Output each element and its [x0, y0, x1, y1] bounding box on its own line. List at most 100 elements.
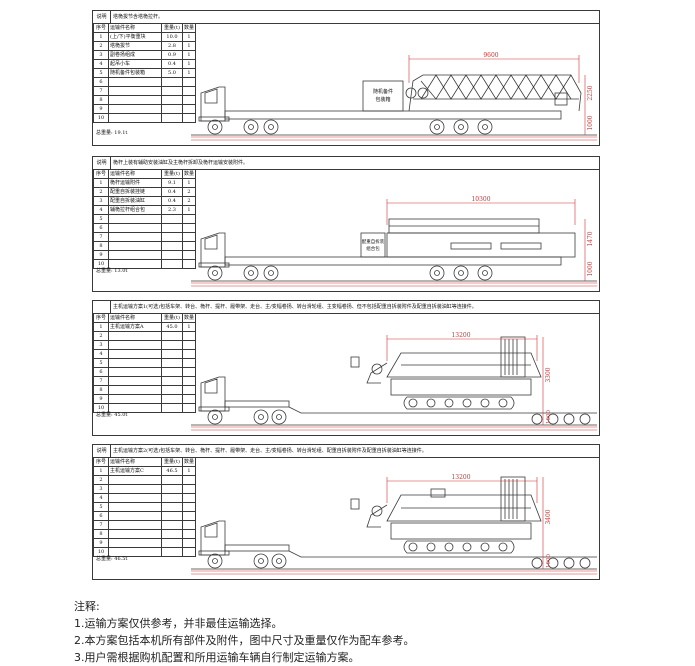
cell: 2.8: [161, 41, 183, 51]
cell: 4: [93, 493, 109, 503]
panel-header: 主机运输方案1(可选)包括车架、转台、桅杆、提杆、履带架、走台、主/变幅卷扬、转…: [93, 301, 599, 314]
table-header-row: 序号 运输件名称 重量(t) 数量: [93, 23, 197, 33]
header-title: 主机运输方案2(可选)包括车架、转台、桅杆、提杆、履带架、走台、主/变幅卷扬、转…: [113, 448, 427, 454]
cell: 9: [93, 394, 109, 404]
table-row: 10: [93, 547, 197, 557]
box-label: 组合包: [366, 245, 380, 252]
cell: 副卷扬组成: [108, 50, 162, 60]
table-header-row: 序号 运输件名称 重量(t) 数量: [93, 457, 197, 467]
cell: 2: [93, 331, 109, 341]
table-header-row: 序号 运输件名称 重量(t) 数量: [93, 169, 197, 179]
note-item: 2.本方案包括本机所有部件及附件，图中尺寸及重量仅作为配车参考。: [74, 634, 415, 647]
transport-panel-1: 说明 塔桅拔节含塔桅拉杆。 序号 运输件名称 重量(t) 数量 1(上/下)平衡…: [92, 10, 600, 146]
length-dimension: 13200: [451, 332, 470, 339]
table-row: 7: [93, 232, 197, 242]
cell: 46.5: [161, 466, 183, 476]
cell: 8: [93, 95, 109, 105]
table-row: 8: [93, 529, 197, 539]
col-header: 序号: [93, 23, 109, 33]
table-row: 8: [93, 95, 197, 105]
crane-drawing-3: 13200 3300 1000: [191, 332, 597, 431]
cell: 1: [93, 466, 109, 476]
cell: (上/下)平衡重块: [108, 32, 162, 42]
cell: 7: [93, 520, 109, 530]
cell: 7: [93, 86, 109, 96]
box-label: 随机备件: [373, 88, 393, 95]
length-dimension: 9600: [483, 52, 498, 59]
cell: 1: [93, 32, 109, 42]
table-row: 8: [93, 385, 197, 395]
cell: 主机运输方案A: [108, 322, 162, 332]
cell: 45.0: [161, 322, 183, 332]
col-header: 序号: [93, 169, 109, 179]
cell: 2: [93, 475, 109, 485]
header-key: 说明: [93, 445, 111, 457]
cell: 10.0: [161, 32, 183, 42]
table-row: 10: [93, 113, 197, 123]
cell: 3: [93, 50, 109, 60]
table-row: 7: [93, 86, 197, 96]
table-row: 3: [93, 484, 197, 494]
table-row: 2: [93, 331, 197, 341]
cell: 3: [93, 340, 109, 350]
table-row: 2: [93, 475, 197, 485]
table-row: 3: [93, 340, 197, 350]
panel-header: 说明 塔桅拔节含塔桅拉杆。: [93, 11, 599, 24]
table-row: 6: [93, 77, 197, 87]
table-row: 6: [93, 223, 197, 233]
cell: 4: [93, 349, 109, 359]
height-dimension: 3400: [545, 509, 552, 524]
col-header: 序号: [93, 313, 109, 323]
cell: 8: [93, 241, 109, 251]
cell: 5.0: [161, 68, 183, 78]
col-header: 运输件名称: [108, 23, 162, 33]
table-row: 10: [93, 259, 197, 269]
bed-height-dimension: 1000: [587, 261, 594, 276]
table-row: 9: [93, 104, 197, 114]
header-key: 说明: [93, 157, 111, 169]
cell: 主机运输方案C: [108, 466, 162, 476]
transport-panel-4: 说明 主机运输方案2(可选)包括车架、转台、桅杆、提杆、履带架、走台、主/变幅卷…: [92, 444, 600, 580]
header-key: [93, 301, 111, 313]
cell: 5: [93, 68, 109, 78]
col-header: 运输件名称: [108, 169, 162, 179]
cell: 9: [93, 538, 109, 548]
cell: 起吊小车: [108, 59, 162, 69]
cell: 6: [93, 223, 109, 233]
header-title: 桅杆上装有辅助安装油缸及主桅杆拆卸及桅杆运输安装附件。: [113, 160, 249, 166]
transport-panel-3: 主机运输方案1(可选)包括车架、转台、桅杆、提杆、履带架、走台、主/变幅卷扬、转…: [92, 300, 600, 436]
cell: 1: [93, 178, 109, 188]
table-row: 6: [93, 511, 197, 521]
panel-header: 说明 桅杆上装有辅助安装油缸及主桅杆拆卸及桅杆运输安装附件。: [93, 157, 599, 170]
cell: 配重自拆装油缸: [108, 196, 162, 206]
table-row: 5: [93, 214, 197, 224]
length-dimension: 13200: [451, 474, 470, 481]
cell: 5: [93, 358, 109, 368]
table-row: 6: [93, 367, 197, 377]
height-dimension: 1470: [587, 231, 594, 246]
box-label: 包装箱: [375, 96, 390, 103]
cell: 2: [93, 187, 109, 197]
cell: 2: [93, 41, 109, 51]
bed-height-dimension: 1000: [546, 554, 552, 568]
table-row: 7: [93, 376, 197, 386]
cell: 6: [93, 367, 109, 377]
note-item: 1.运输方案仅供参考，并非最佳运输选择。: [74, 617, 283, 630]
cell: 塔桅拔节: [108, 41, 162, 51]
transport-panel-2: 说明 桅杆上装有辅助安装油缸及主桅杆拆卸及桅杆运输安装附件。 序号 运输件名称 …: [92, 156, 600, 292]
cell: 随机备件包装箱: [108, 68, 162, 78]
height-dimension: 2250: [587, 85, 594, 100]
table-row: 7: [93, 520, 197, 530]
col-header: 运输件名称: [108, 313, 162, 323]
